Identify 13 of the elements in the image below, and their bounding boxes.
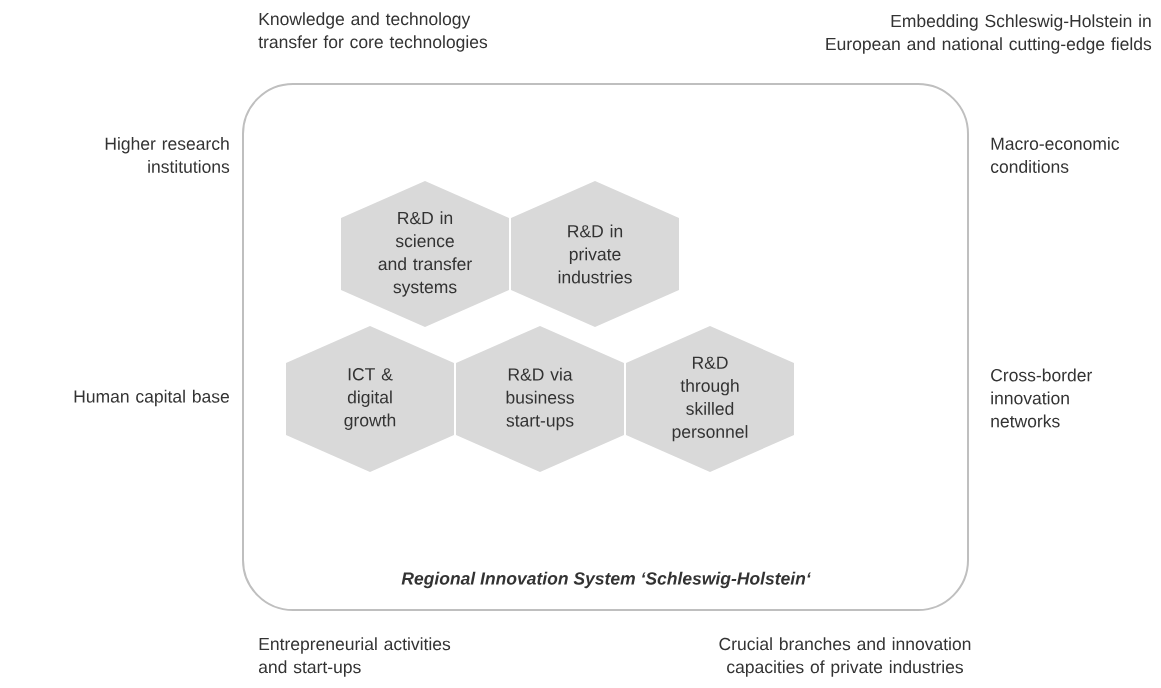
factor-label: Macro-economic conditions bbox=[990, 137, 1120, 173]
factor-label: Higher research institutions bbox=[105, 137, 230, 173]
hexagon: R&D in science and transfer systems bbox=[341, 181, 509, 327]
factor-label: Knowledge and technology transfer for core technologies bbox=[258, 12, 488, 52]
hexagon: R&D through skilled personnel bbox=[626, 326, 794, 472]
hexagon: R&D via business start-ups bbox=[456, 326, 624, 472]
factor-label: Cross-border innovation networks bbox=[991, 368, 1092, 428]
hexagon: ICT & digital growth bbox=[286, 326, 454, 472]
factor-label: Crucial branches and innovation capacities of private industries bbox=[719, 637, 971, 677]
factor-label: Human capital base bbox=[74, 389, 229, 407]
hexagon: R&D in private industries bbox=[511, 181, 679, 327]
factor-label: Entrepreneurial activities and start-ups bbox=[258, 637, 451, 677]
factor-label: Embedding Schleswig-Holstein in European and national cutting-edge fields bbox=[826, 14, 1152, 54]
